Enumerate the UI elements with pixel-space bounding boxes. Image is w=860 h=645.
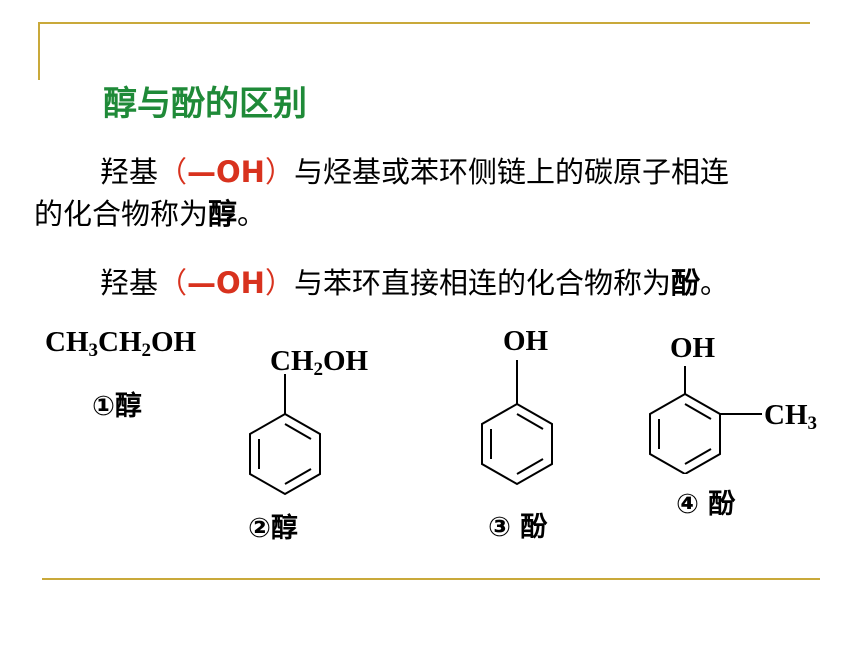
keyword-alcohol: 醇 (208, 197, 238, 231)
paragraph-text: 与烃基或苯环侧链上的碳原子相连 (293, 155, 729, 189)
top-border-line (38, 22, 810, 24)
benzene-ring-molecule-4 (649, 366, 762, 474)
formula-phenol-oh: OH (503, 325, 549, 357)
slide-title: 醇与酚的区别 (103, 84, 307, 124)
benzene-ring-molecule-3 (481, 360, 553, 486)
label-molecule-3: ③ 酚 (488, 512, 548, 543)
left-border-line (38, 22, 40, 80)
formula-benzyl-alcohol: CH2OH (270, 345, 369, 380)
formula-cresol-oh: OH (670, 332, 716, 364)
paragraph-text: 羟基 (100, 266, 159, 300)
benzene-ring-molecule-2 (249, 374, 321, 496)
hydroxyl-group: （—OH） (158, 266, 294, 300)
paragraph-alcohol-definition-line2: 的化合物称为醇。 (34, 197, 267, 231)
paragraph-alcohol-definition: 羟基（—OH）与烃基或苯环侧链上的碳原子相连 (100, 150, 729, 194)
label-molecule-4: ④ 酚 (676, 489, 736, 520)
label-molecule-1: ①醇 (92, 391, 142, 422)
bottom-border-line (42, 578, 820, 580)
paragraph-text: 羟基 (100, 155, 159, 189)
hydroxyl-group: （—OH） (158, 155, 294, 189)
keyword-phenol: 酚 (671, 266, 701, 300)
label-molecule-2: ②醇 (248, 513, 298, 544)
paragraph-phenol-definition: 羟基（—OH）与苯环直接相连的化合物称为酚。 (100, 266, 730, 300)
formula-ethanol: CH3CH2OH (45, 326, 197, 361)
formula-methyl-group: CH3 (764, 399, 817, 434)
paragraph-text: 的化合物称为 (34, 197, 209, 231)
paragraph-text: 与苯环直接相连的化合物称为 (293, 266, 671, 300)
